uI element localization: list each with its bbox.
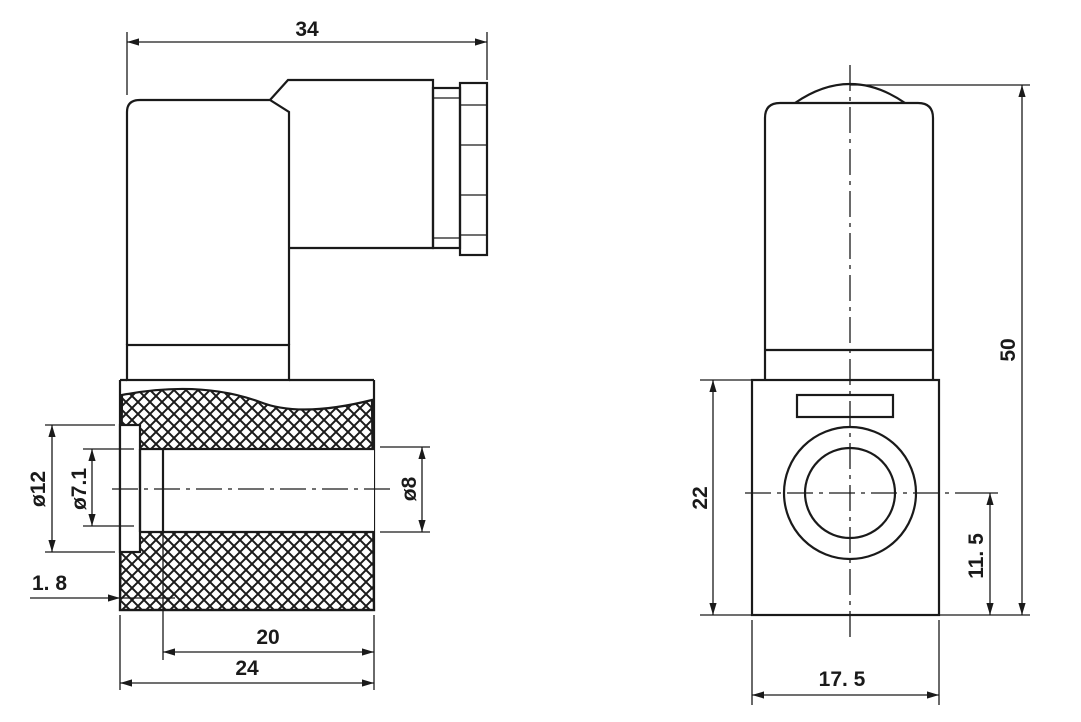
dim-bore-length: 20 <box>256 626 279 649</box>
dim-center-height: 11. 5 <box>965 533 988 579</box>
dim-bore-diameter: ø8 <box>398 476 421 501</box>
dim-coil-width: 17. 5 <box>819 668 866 691</box>
front-view: 50 22 11. 5 17. 5 <box>689 65 1030 705</box>
dim-coil-length: 24 <box>235 657 259 680</box>
dim-outer-diameter: ø12 <box>27 471 50 507</box>
dim-inner-diameter: ø7.1 <box>68 468 91 510</box>
side-dimensions: 34 ø12 ø7.1 ø8 1. 8 20 24 <box>27 18 488 690</box>
connector-plug <box>125 78 489 382</box>
coil-section <box>112 378 392 612</box>
side-view: 34 ø12 ø7.1 ø8 1. 8 20 24 <box>27 18 489 690</box>
dim-flange-thickness: 1. 8 <box>32 572 67 595</box>
dim-overall-width: 34 <box>295 18 319 41</box>
coil-front <box>745 65 955 640</box>
dim-total-height: 50 <box>997 338 1020 361</box>
dim-coil-height: 22 <box>689 486 712 509</box>
connector-front <box>763 82 935 380</box>
front-dimensions: 50 22 11. 5 17. 5 <box>689 84 1030 705</box>
